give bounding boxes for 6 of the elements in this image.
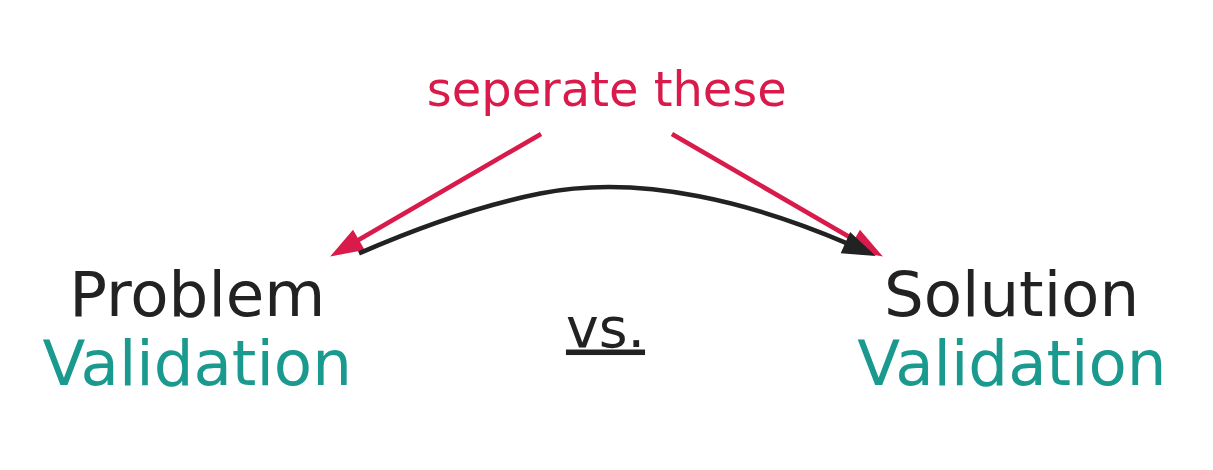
arrow <box>330 131 543 257</box>
node-text: Solution Validation <box>857 258 1167 400</box>
arrow <box>358 184 876 257</box>
label: vs. <box>565 295 646 360</box>
node-text: seperate these <box>426 61 787 117</box>
node-text: Problem Validation <box>42 258 352 400</box>
